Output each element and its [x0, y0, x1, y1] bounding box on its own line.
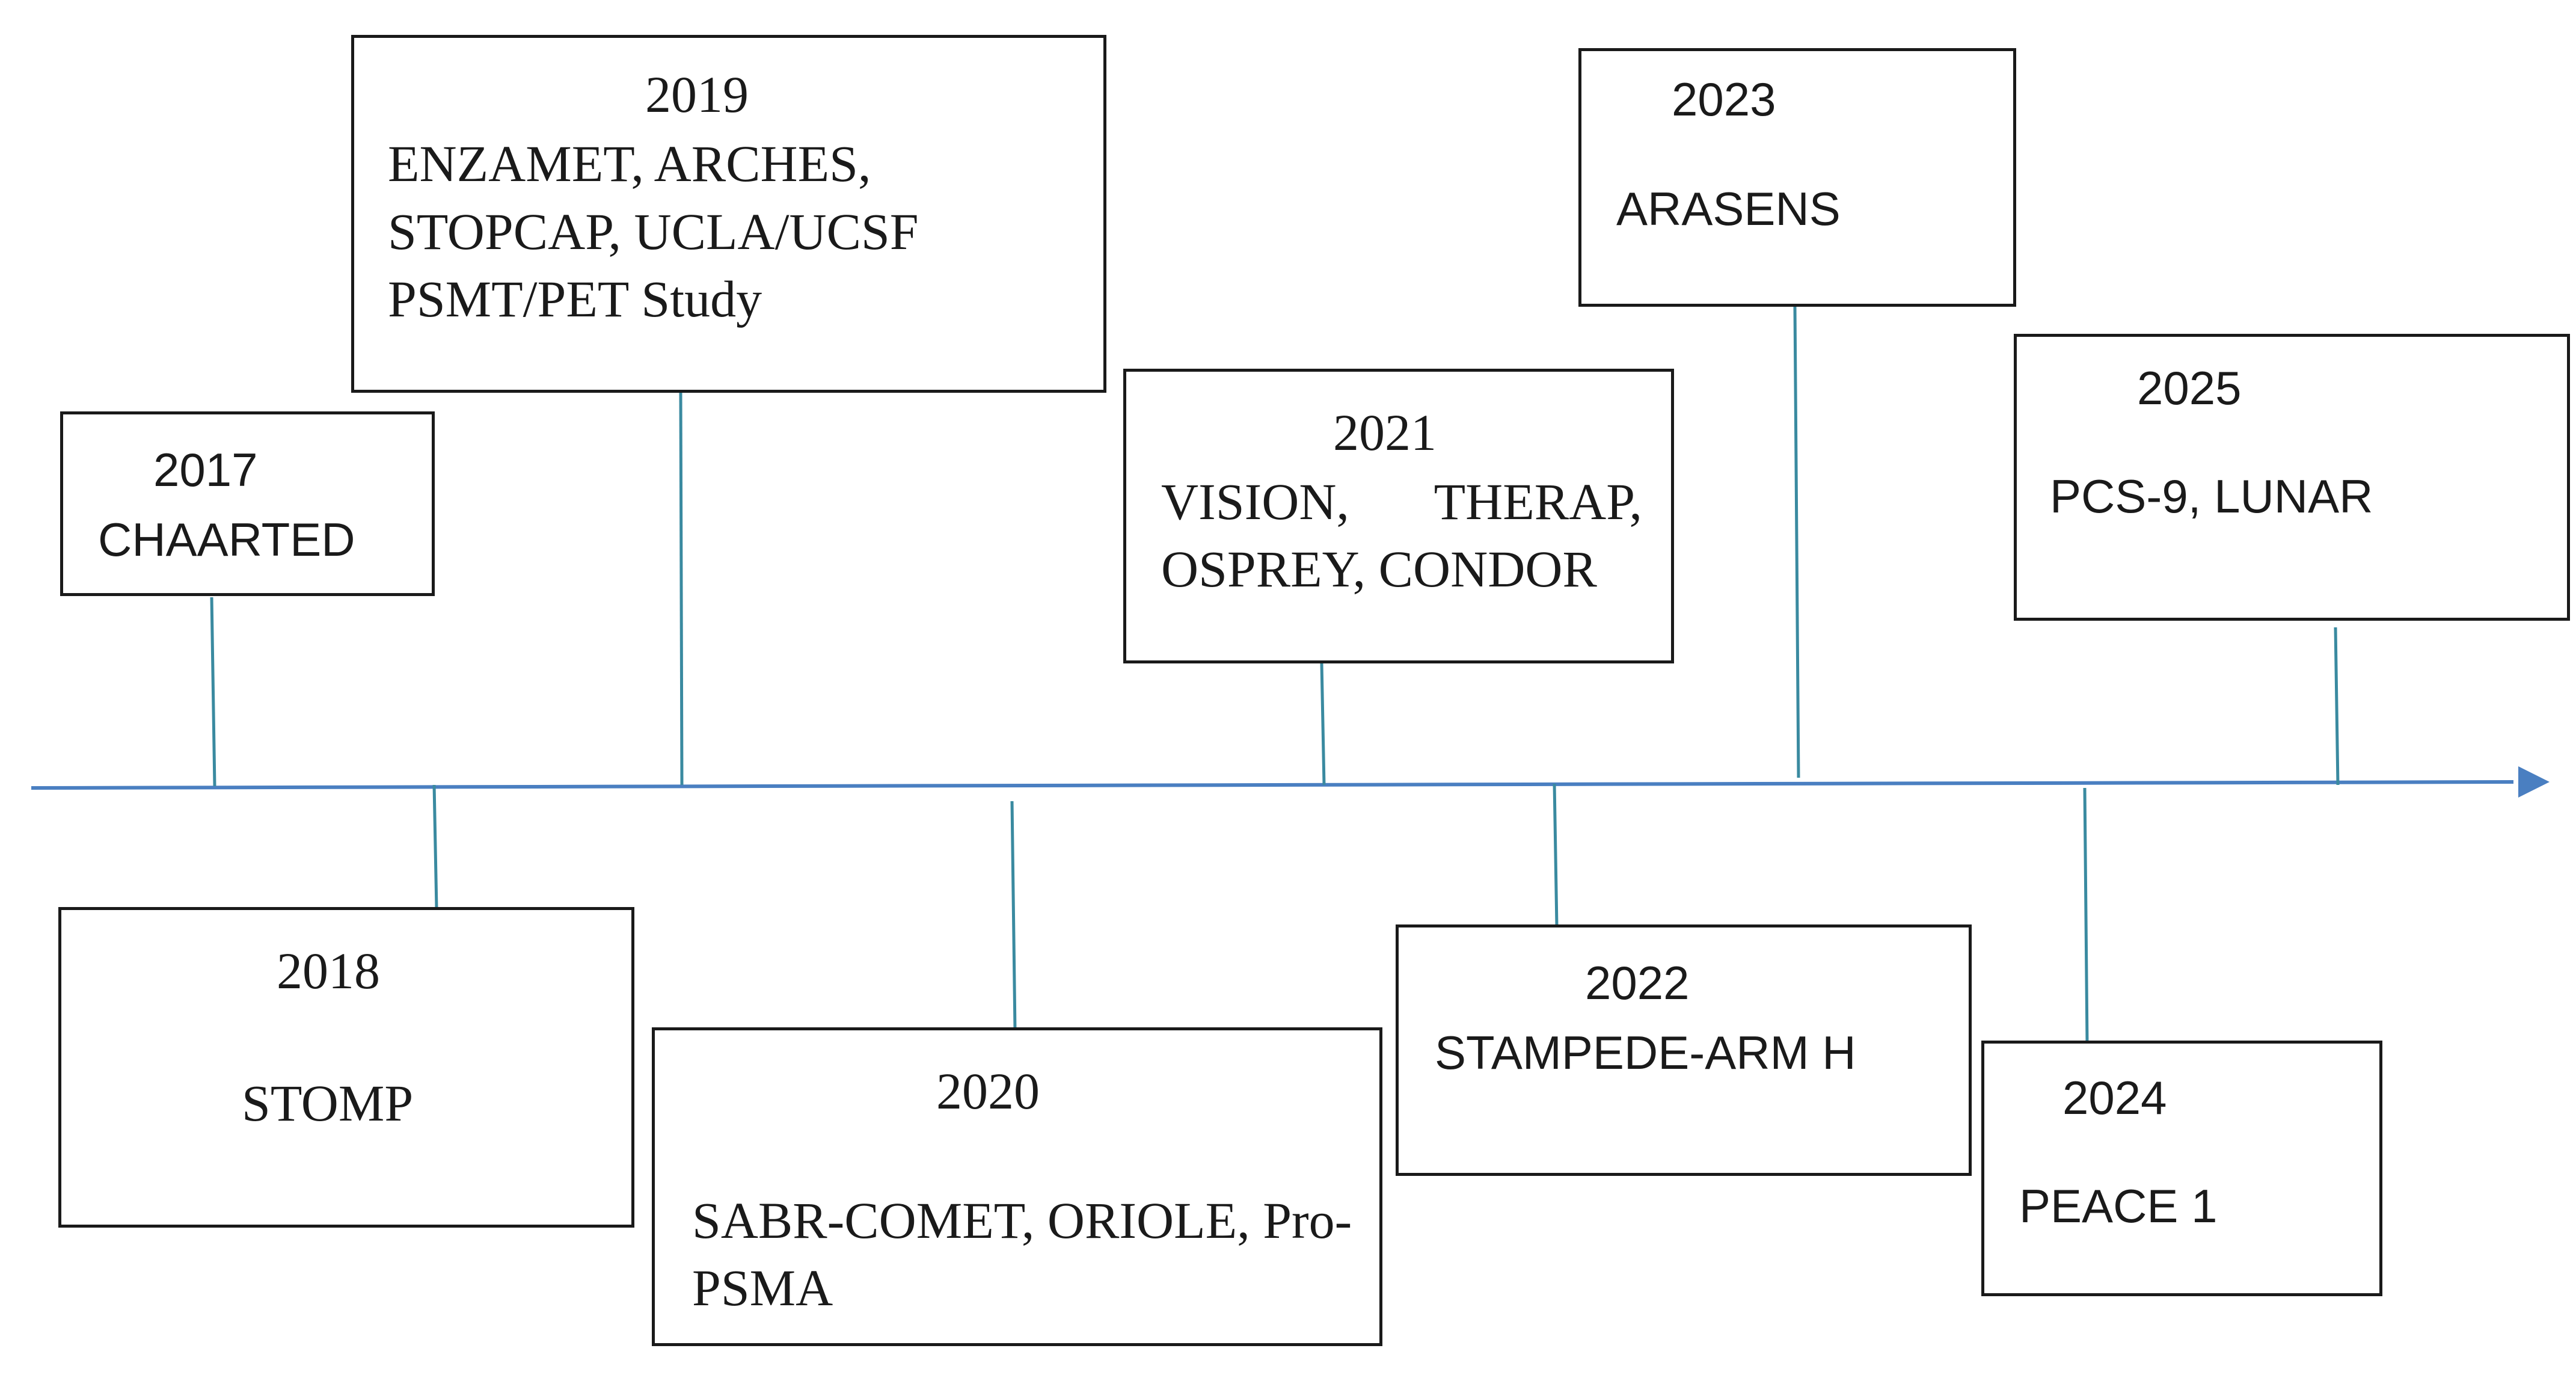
event-box-2025: 2025 PCS-9, LUNAR	[2014, 334, 2570, 621]
event-year-2025: 2025	[2137, 361, 2242, 414]
event-year-2024: 2024	[2062, 1071, 2167, 1124]
event-trial-line-2021-2: OSPREY, CONDOR	[1161, 540, 1597, 598]
event-box-2020: 2020 SABR-COMET, ORIOLE, Pro- PSMA	[652, 1027, 1382, 1346]
event-box-2017: 2017 CHAARTED	[60, 411, 435, 596]
event-trial-2021-vision: VISION,	[1161, 473, 1349, 531]
event-trial-2021-therap: THERAP,	[1434, 473, 1642, 531]
event-trials-2025: PCS-9, LUNAR	[2050, 470, 2373, 523]
event-year-2019: 2019	[645, 66, 749, 123]
event-year-2020: 2020	[936, 1062, 1040, 1120]
connector-2017	[210, 597, 216, 787]
event-trial-line-2021-1: VISION, THERAP,	[1161, 468, 1642, 536]
connector-2019	[679, 392, 684, 786]
event-trials-2024: PEACE 1	[2019, 1180, 2218, 1232]
event-box-2024: 2024 PEACE 1	[1981, 1041, 2382, 1296]
connector-2020	[1010, 801, 1017, 1030]
event-box-2019: 2019 ENZAMET, ARCHES, STOPCAP, UCLA/UCSF…	[351, 35, 1106, 393]
event-box-2023: 2023 ARASENS	[1578, 48, 2016, 307]
event-box-2021: 2021 VISION, THERAP, OSPREY, CONDOR	[1123, 369, 1674, 663]
event-year-2017: 2017	[153, 443, 258, 496]
event-year-2023: 2023	[1672, 73, 1776, 126]
connector-2021	[1320, 663, 1326, 786]
timeline-arrowhead	[2518, 766, 2550, 798]
connector-2022	[1553, 783, 1559, 927]
event-trials-2018: STOMP	[242, 1074, 414, 1132]
connector-2023	[1793, 306, 1800, 778]
event-trial-line-2020-2: PSMA	[692, 1259, 833, 1317]
connector-2018	[432, 784, 438, 909]
event-year-2021: 2021	[1333, 404, 1437, 461]
event-trial-line-2019-3: PSMT/PET Study	[388, 270, 762, 328]
event-box-2022: 2022 STAMPEDE-ARM H	[1396, 924, 1972, 1176]
event-box-2018: 2018 STOMP	[58, 907, 634, 1228]
timeline-axis	[31, 780, 2514, 790]
event-year-2018: 2018	[277, 942, 380, 1000]
event-year-2022: 2022	[1585, 956, 1690, 1009]
event-trial-line-2019-1: ENZAMET, ARCHES,	[388, 135, 871, 192]
connector-2024	[2083, 787, 2089, 1044]
event-trial-line-2019-2: STOPCAP, UCLA/UCSF	[388, 203, 919, 260]
connector-2025	[2334, 627, 2340, 786]
event-trials-2017: CHAARTED	[98, 513, 355, 566]
event-trial-line-2020-1: SABR-COMET, ORIOLE, Pro-	[692, 1192, 1352, 1249]
event-trials-2023: ARASENS	[1616, 182, 1841, 235]
event-trials-2022: STAMPEDE-ARM H	[1435, 1026, 1856, 1079]
